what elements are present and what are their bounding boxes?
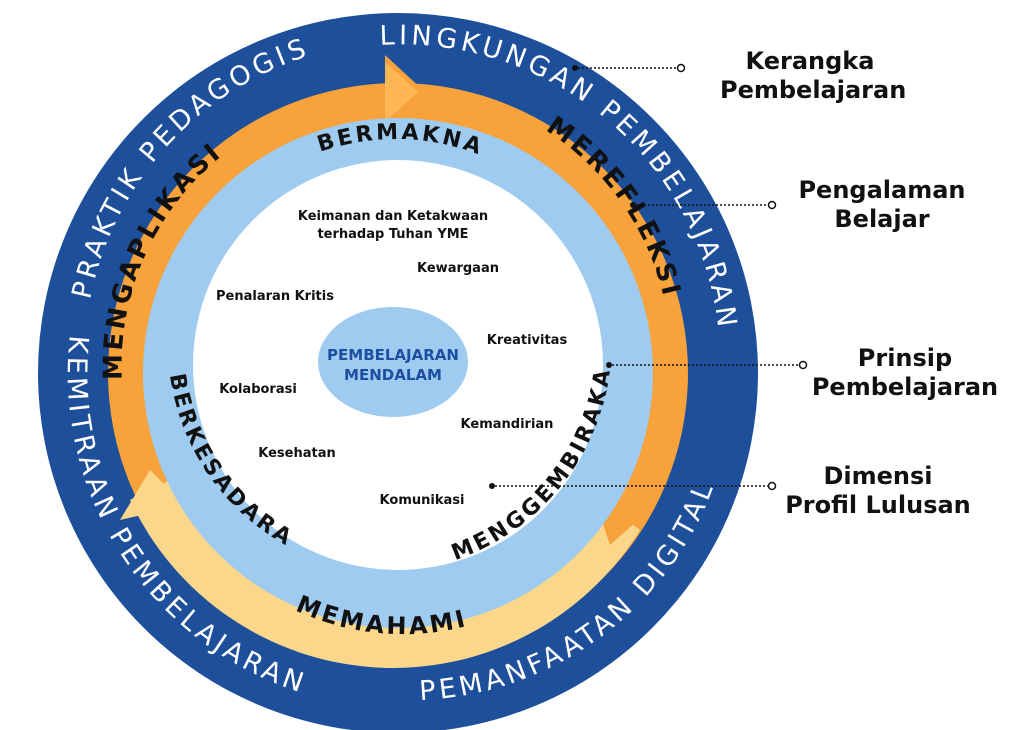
legend-prinsip-line1: Prinsip (857, 344, 953, 372)
center-circle (318, 307, 468, 417)
legend-dimensi-line2: Profil Lulusan (785, 491, 971, 519)
dimension-kemandirian: Kemandirian (461, 417, 554, 432)
legend-pengalaman-line2: Belajar (834, 205, 930, 233)
dimension-kesehatan: Kesehatan (258, 446, 336, 461)
center-label-line1: PEMBELAJARAN (327, 346, 459, 364)
dimension-keimanan-line1: Keimanan dan Ketakwaan (298, 209, 488, 224)
dimension-kolaborasi: Kolaborasi (219, 382, 297, 397)
legend-dimensi-line1: Dimensi (823, 462, 933, 490)
legend-kerangka-line1: Kerangka (745, 47, 875, 75)
legend-kerangka: Kerangka Pembelajaran (720, 47, 907, 105)
dimension-komunikasi: Komunikasi (380, 493, 465, 508)
dimension-kreativitas: Kreativitas (487, 333, 568, 348)
dimension-penalaran-kritis: Penalaran Kritis (216, 289, 334, 304)
dimension-keimanan-line2: terhadap Tuhan YME (317, 227, 468, 242)
center-label-line2: MENDALAM (344, 366, 442, 384)
dimension-kewargaan: Kewargaan (417, 261, 499, 276)
leader-dimensi (489, 481, 777, 491)
leader-pengalaman (630, 200, 777, 210)
leader-kerangka (572, 63, 686, 73)
arrow-left-icon (120, 470, 185, 520)
leader-prinsip (606, 360, 808, 370)
legend-prinsip: Prinsip Pembelajaran (810, 344, 1000, 402)
legend-kerangka-line2: Pembelajaran (720, 76, 907, 104)
legend-prinsip-line2: Pembelajaran (811, 373, 999, 401)
legend-pengalaman: Pengalaman Belajar (792, 176, 972, 234)
legend-pengalaman-line1: Pengalaman (798, 176, 966, 204)
arrow-top-icon-shadow (385, 62, 418, 122)
legend-dimensi: Dimensi Profil Lulusan (778, 462, 978, 520)
